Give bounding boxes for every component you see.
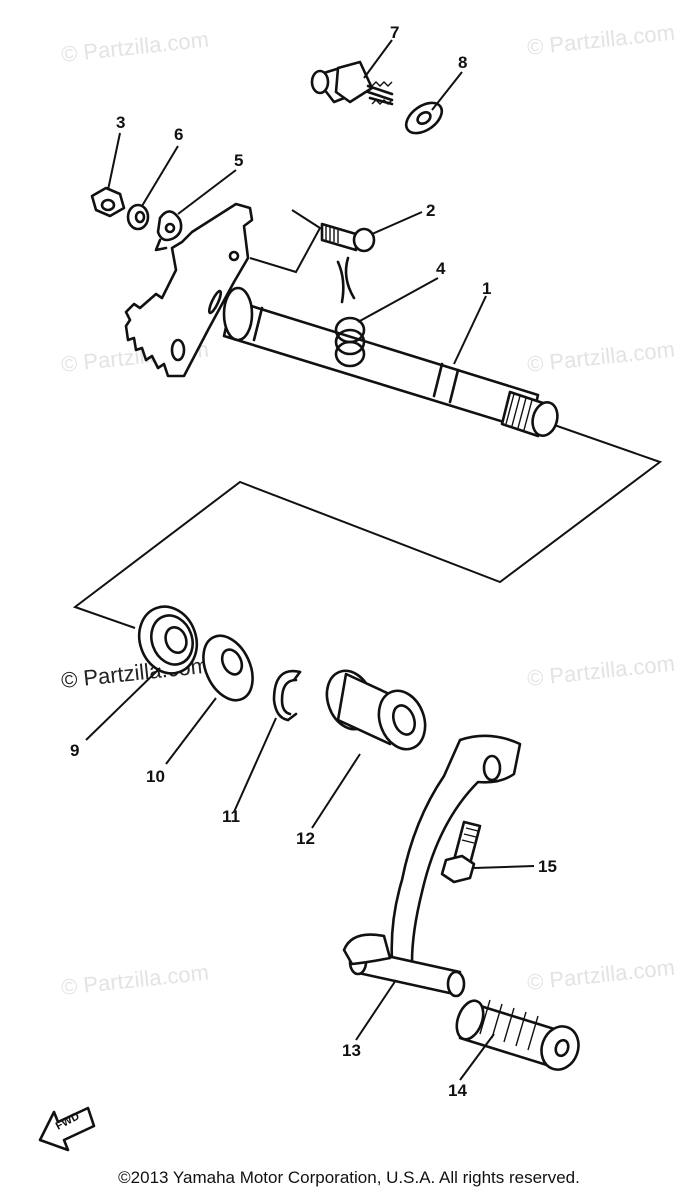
callout-numbers: 1 2 3 4 5 6 7 8 9 10 11 12 13 14 15 — [70, 23, 557, 1100]
part-5-clip — [154, 210, 183, 252]
leader-3 — [107, 132, 121, 191]
part-9-oil-seal — [137, 605, 199, 675]
part-14-pedal-rubber — [455, 999, 580, 1071]
callout-12: 12 — [296, 829, 315, 848]
callout-14: 14 — [448, 1081, 467, 1100]
assembly-lines — [72, 209, 663, 629]
leader-7 — [363, 39, 393, 79]
watermark: © Partzilla.com — [526, 20, 676, 60]
part-4-spring — [334, 256, 366, 368]
leader-8 — [431, 71, 463, 111]
callout-10: 10 — [146, 767, 165, 786]
leader-12 — [311, 753, 361, 829]
assembly-line-pin — [249, 209, 322, 274]
fwd-arrow-icon: FWD — [38, 1106, 96, 1152]
leader-5 — [177, 169, 237, 215]
leader-10 — [165, 697, 217, 765]
callout-7: 7 — [390, 23, 399, 42]
leader-14 — [459, 1033, 495, 1081]
part-6-lock-washer — [126, 203, 150, 231]
callout-1: 1 — [482, 279, 491, 298]
leader-11 — [233, 717, 277, 813]
leader-lines — [85, 39, 535, 1081]
callout-15: 15 — [538, 857, 557, 876]
callout-3: 3 — [116, 113, 125, 132]
part-1-shift-shaft — [124, 202, 559, 438]
part-7-bolt — [310, 60, 394, 106]
callout-9: 9 — [70, 741, 79, 760]
watermark: © Partzilla.com — [60, 27, 210, 67]
callout-5: 5 — [234, 151, 243, 170]
watermark: © Partzilla.com — [526, 337, 676, 377]
callout-4: 4 — [436, 259, 446, 278]
callout-8: 8 — [458, 53, 467, 72]
callout-11: 11 — [222, 807, 240, 826]
part-10-washer — [202, 634, 254, 702]
callout-13: 13 — [342, 1041, 361, 1060]
copyright-notice: ©2013 Yamaha Motor Corporation, U.S.A. A… — [118, 1168, 580, 1187]
callout-6: 6 — [174, 125, 183, 144]
leader-4 — [357, 277, 439, 323]
watermark: © Partzilla.com — [526, 651, 676, 691]
leader-15 — [473, 865, 535, 869]
leader-13 — [355, 979, 397, 1041]
leader-9 — [85, 667, 161, 741]
callout-2: 2 — [426, 201, 435, 220]
part-12-collar — [325, 669, 427, 751]
leader-6 — [141, 145, 179, 207]
assembly-line-upper — [72, 419, 663, 629]
part-8-washer — [404, 101, 444, 135]
part-2-pin — [320, 222, 376, 253]
part-11-circlip — [272, 669, 302, 722]
watermark: © Partzilla.com — [60, 960, 210, 1000]
part-3-nut — [90, 186, 126, 218]
watermarks: © Partzilla.com © Partzilla.com © Partzi… — [60, 20, 676, 1000]
part-15-bolt — [440, 820, 482, 884]
part-13-shift-pedal — [342, 734, 522, 998]
watermark: © Partzilla.com — [526, 955, 676, 995]
leader-2 — [371, 211, 423, 235]
leader-1 — [453, 295, 487, 365]
